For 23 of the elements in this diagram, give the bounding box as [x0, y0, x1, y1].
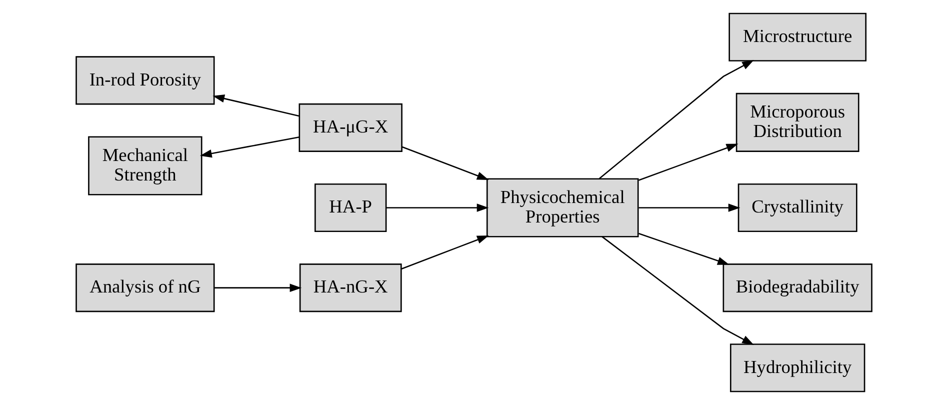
arrow [200, 136, 300, 158]
node-box: Microporous Distribution [736, 92, 860, 152]
arrow [401, 235, 489, 270]
node-box: Biodegradability [722, 264, 872, 312]
arrow [598, 60, 754, 180]
node-box: In-rod Porosity [76, 56, 215, 105]
node-box: Mechanical Strength [88, 136, 202, 196]
node-box: Hydrophilicity [730, 344, 866, 392]
arrow [638, 204, 740, 212]
arrow [402, 146, 489, 180]
node-box: HA-μG-X [298, 103, 402, 152]
arrow [212, 94, 300, 117]
node-box: HA-P [314, 183, 387, 232]
arrow [638, 144, 738, 181]
arrow [602, 236, 754, 346]
arrow [386, 204, 489, 212]
node-box: Physicochemical Properties [486, 178, 639, 238]
arrow [638, 232, 730, 265]
node-box: Crystallinity [738, 183, 858, 232]
arrow [214, 284, 302, 292]
node-box: HA-nG-X [299, 264, 402, 312]
node-box: Microstructure [728, 12, 866, 62]
node-box: Analysis of nG [76, 264, 215, 312]
